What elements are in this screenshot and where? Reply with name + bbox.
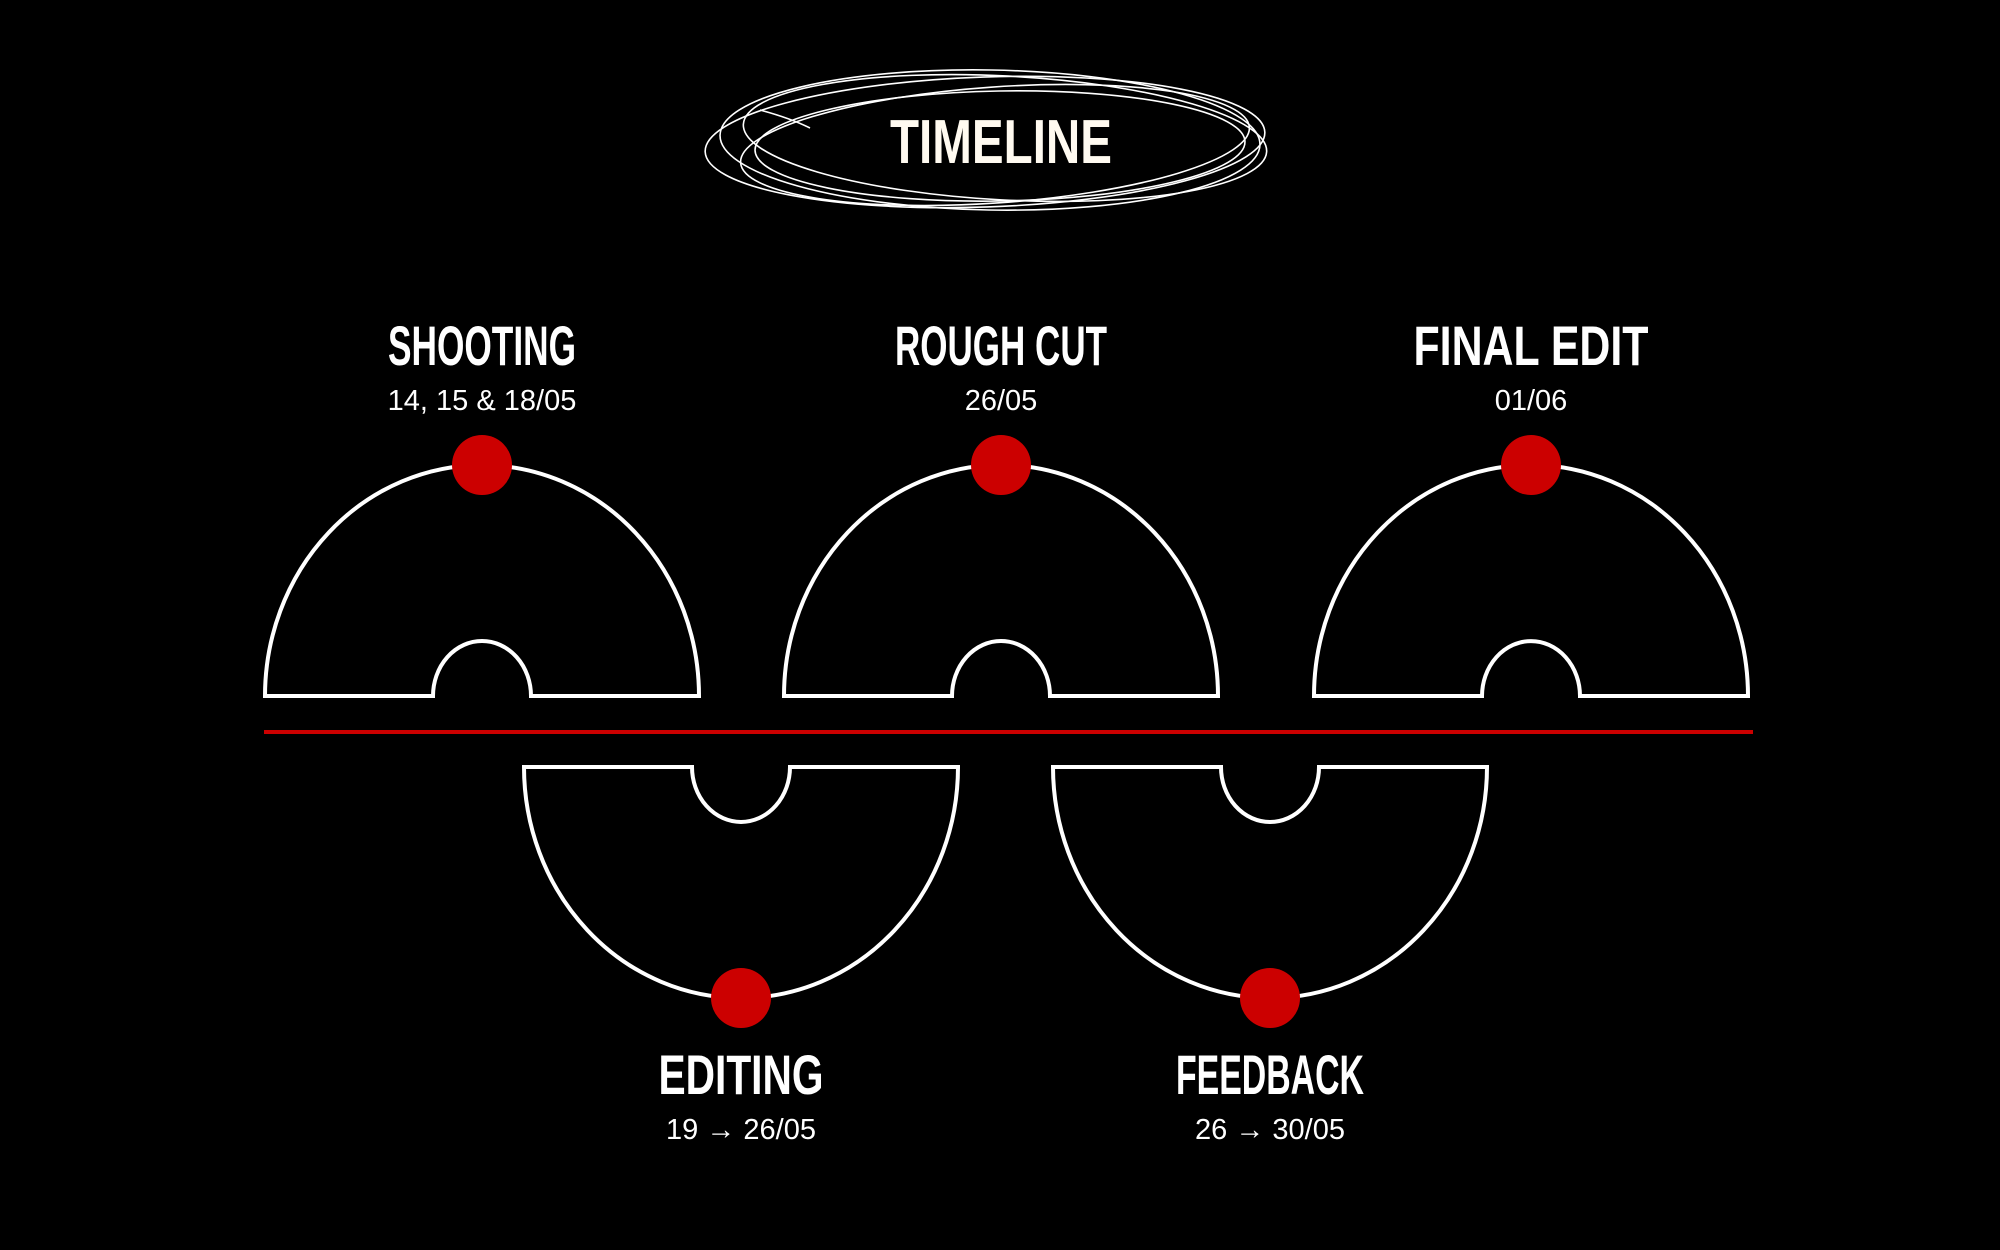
milestone-date: 14, 15 & 18/05 <box>388 385 577 417</box>
half-ring-shape <box>262 463 702 698</box>
title-scribble-circle <box>704 69 1268 211</box>
milestone-dot <box>711 968 771 1028</box>
milestone-rough-cut: ROUGH CUT 26/05 <box>781 314 1221 698</box>
milestone-label: EDITING <box>659 1043 824 1106</box>
milestone-editing: EDITING 19 → 26/05 <box>521 765 961 1146</box>
milestone-final-edit: FINAL EDIT 01/06 <box>1311 314 1751 698</box>
half-ring-shape <box>1311 463 1751 698</box>
page-title: TIMELINE <box>890 108 1112 177</box>
half-ring-shape <box>521 765 961 1000</box>
half-ring-shape <box>1050 765 1490 1000</box>
milestone-feedback: FEEDBACK 26 → 30/05 <box>1050 765 1490 1146</box>
milestone-date: 01/06 <box>1495 385 1568 417</box>
half-ring-shape <box>781 463 1221 698</box>
milestone-shooting: SHOOTING 14, 15 & 18/05 <box>262 314 702 698</box>
milestone-label: ROUGH CUT <box>895 314 1107 377</box>
milestone-dot <box>1501 435 1561 495</box>
milestone-dot <box>971 435 1031 495</box>
milestone-label: FINAL EDIT <box>1414 314 1649 377</box>
milestone-date: 26 → 30/05 <box>1195 1114 1345 1146</box>
milestone-dot <box>452 435 512 495</box>
milestone-label: FEEDBACK <box>1176 1043 1364 1106</box>
milestone-dot <box>1240 968 1300 1028</box>
milestone-date: 26/05 <box>965 385 1038 417</box>
milestone-label: SHOOTING <box>388 314 576 377</box>
milestone-date: 19 → 26/05 <box>666 1114 816 1146</box>
